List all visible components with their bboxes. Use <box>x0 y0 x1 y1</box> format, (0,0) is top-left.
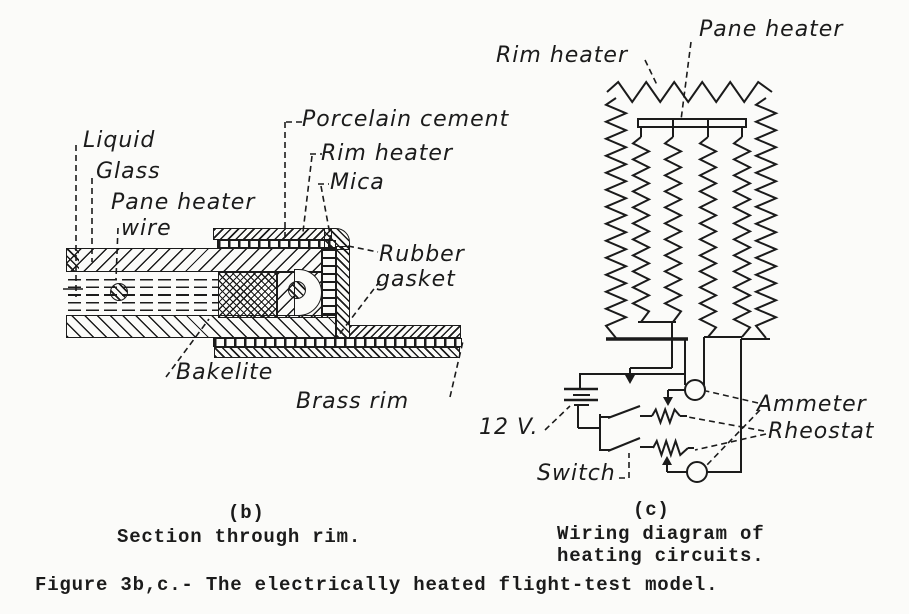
rim-heater-wire-dot <box>288 281 306 299</box>
brass-rim-web <box>336 246 350 338</box>
pane-heater-zigzag-4 <box>731 136 753 338</box>
rim-heater-right-zigzag <box>753 97 779 339</box>
switch-1-arm <box>607 404 641 420</box>
leader-rubber <box>347 245 379 253</box>
arrow-head-3 <box>662 456 672 465</box>
label-pane-heater-wire: wire <box>121 216 172 241</box>
subfigure-c-letter: (c) <box>633 499 670 521</box>
subfigure-c-caption-line2: heating circuits. <box>557 545 765 567</box>
leader-rheostat-1 <box>687 416 765 432</box>
label-porcelain-cement: Porcelain cement <box>302 107 510 132</box>
label-mica: Mica <box>330 170 385 195</box>
figure-caption: Figure 3b,c.- The electrically heated fl… <box>35 574 719 596</box>
subfigure-b-letter: (b) <box>228 502 265 524</box>
pane-heater-zigzag-3 <box>697 136 719 338</box>
label-liquid: Liquid <box>83 128 156 153</box>
leader-rheostat-2 <box>694 433 767 451</box>
pane-heater-zigzag-1 <box>630 136 652 323</box>
label-ammeter: Ammeter <box>757 392 867 417</box>
label-rim-heater-b: Rim heater <box>321 141 453 166</box>
leader-pane-heater-c <box>680 41 692 121</box>
label-rheostat: Rheostat <box>768 419 875 444</box>
arrow-head-1 <box>625 375 635 384</box>
leader-ammeter-2 <box>704 409 761 468</box>
pane-heater-zigzag-2 <box>662 136 684 323</box>
mica-top-strip <box>217 240 336 248</box>
liquid-layer <box>63 273 218 315</box>
glass-edge-hatch <box>66 248 79 272</box>
label-switch: Switch <box>537 461 616 486</box>
bakelite-block <box>218 272 277 318</box>
label-gasket: gasket <box>376 267 456 292</box>
label-glass: Glass <box>96 159 161 184</box>
rim-heater-top-bar <box>213 228 332 240</box>
glass-bottom-pane <box>66 315 336 338</box>
rim-heater-bottom-bar <box>214 347 460 358</box>
rim-heater-left-zigzag <box>603 97 629 339</box>
label-pane-heater-c: Pane heater <box>699 17 844 42</box>
brass-rim-flange <box>349 325 461 338</box>
subfigure-b-caption: Section through rim. <box>117 526 362 548</box>
label-rim-heater-c: Rim heater <box>496 43 628 68</box>
leader-switch <box>619 453 630 479</box>
label-brass-rim: Brass rim <box>296 389 410 414</box>
glass-top-pane <box>66 248 322 272</box>
leader-12v <box>544 405 571 431</box>
rheostat-2-zigzag <box>652 437 689 459</box>
rheostat-1-zigzag <box>651 406 681 426</box>
pane-heater-wire-dot <box>110 283 128 301</box>
leader-rim-heater-b <box>302 155 313 233</box>
subfigure-c-caption-line1: Wiring diagram of <box>557 523 765 545</box>
arrow-head-2 <box>663 397 673 406</box>
label-rubber: Rubber <box>379 242 465 267</box>
leader-ammeter-1 <box>705 390 759 404</box>
label-pane-heater: Pane heater <box>111 190 256 215</box>
pane-heater-bus-bar <box>637 118 747 128</box>
leader-rim-heater-c <box>644 59 659 88</box>
label-bakelite: Bakelite <box>176 360 274 385</box>
switch-2-arm <box>607 436 641 453</box>
rim-heater-top-zigzag <box>606 80 773 104</box>
label-12v: 12 V. <box>479 415 539 440</box>
mica-bottom-strip <box>213 338 462 347</box>
rubber-gasket-strip <box>322 248 336 318</box>
ammeter-2-circle <box>686 461 708 483</box>
ammeter-1-circle <box>684 379 706 401</box>
